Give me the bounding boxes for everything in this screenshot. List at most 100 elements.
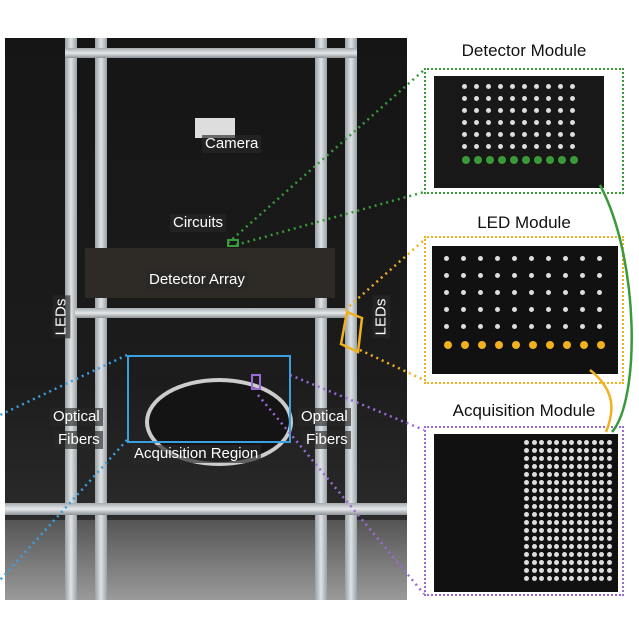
module-dot xyxy=(599,488,604,493)
module-dot xyxy=(524,448,529,453)
module-dot xyxy=(561,472,567,477)
module-dot xyxy=(554,504,559,509)
module-dot xyxy=(580,307,585,312)
module-dot xyxy=(576,552,582,557)
module-dot xyxy=(558,84,563,89)
module-dot xyxy=(599,504,604,509)
module-dot xyxy=(561,568,567,573)
module-dot xyxy=(461,290,466,295)
module-dot xyxy=(591,544,597,549)
module-dot xyxy=(539,496,544,501)
module-dot xyxy=(512,290,517,295)
module-dot xyxy=(546,552,552,557)
acquisition-board xyxy=(434,434,618,592)
module-dot xyxy=(561,576,567,581)
module-dot xyxy=(558,132,563,137)
module-dot xyxy=(554,544,559,549)
module-dot xyxy=(546,108,551,113)
module-dot xyxy=(554,552,559,557)
module-dot xyxy=(495,273,500,278)
module-dot xyxy=(531,576,537,581)
module-dot xyxy=(576,576,582,581)
module-dot xyxy=(444,324,449,329)
label-optical-right-1: Optical xyxy=(298,408,351,426)
module-dot xyxy=(591,528,597,533)
module-dot xyxy=(576,496,582,501)
module-dot xyxy=(563,324,568,329)
module-dot xyxy=(584,504,589,509)
module-dot xyxy=(599,448,604,453)
module-dot xyxy=(524,528,529,533)
module-dot xyxy=(474,132,479,137)
module-dot xyxy=(478,341,486,349)
module-dot xyxy=(546,528,552,533)
module-dot xyxy=(444,273,449,278)
module-dot xyxy=(606,552,612,557)
module-dot xyxy=(558,144,563,149)
module-dot xyxy=(524,480,529,485)
module-dot xyxy=(561,488,567,493)
module-dot xyxy=(486,96,491,101)
module-dot xyxy=(546,132,551,137)
module-dot xyxy=(539,512,544,517)
module-dot xyxy=(539,480,544,485)
module-dot xyxy=(546,96,551,101)
module-dot xyxy=(510,84,515,89)
module-dot xyxy=(546,273,551,278)
module-dot xyxy=(546,464,552,469)
module-dot xyxy=(561,512,567,517)
module-dot xyxy=(486,156,494,164)
module-dot xyxy=(539,528,544,533)
module-dot xyxy=(529,324,534,329)
module-dot xyxy=(606,448,612,453)
module-dot xyxy=(444,341,452,349)
module-dot xyxy=(561,552,567,557)
module-dot xyxy=(539,560,544,565)
module-dot xyxy=(546,504,552,509)
module-dot xyxy=(546,560,552,565)
detector-dot-grid xyxy=(462,84,582,164)
module-dot xyxy=(606,496,612,501)
module-dot xyxy=(531,456,537,461)
module-dot xyxy=(546,324,551,329)
module-dot xyxy=(444,307,449,312)
label-camera: Camera xyxy=(202,135,262,153)
module-dot xyxy=(478,256,483,261)
module-dot xyxy=(486,108,491,113)
module-dot xyxy=(524,560,529,565)
module-dot xyxy=(558,96,563,101)
acquisition-dot-grid xyxy=(524,440,614,581)
module-dot xyxy=(599,576,604,581)
module-dot xyxy=(580,324,585,329)
module-dot xyxy=(534,84,539,89)
frame-beam xyxy=(65,48,357,58)
module-dot xyxy=(584,464,589,469)
module-dot xyxy=(591,448,597,453)
module-dot xyxy=(591,576,597,581)
module-dot xyxy=(534,96,539,101)
module-dot xyxy=(576,504,582,509)
module-dot xyxy=(531,520,537,525)
module-dot xyxy=(531,472,537,477)
module-dot xyxy=(599,536,604,541)
module-dot xyxy=(576,544,582,549)
module-dot xyxy=(584,456,589,461)
module-dot xyxy=(524,464,529,469)
frame-beam xyxy=(75,308,347,318)
module-dot xyxy=(606,568,612,573)
module-dot xyxy=(591,472,597,477)
module-dot xyxy=(561,480,567,485)
module-dot xyxy=(524,544,529,549)
module-dot xyxy=(576,448,582,453)
module-dot xyxy=(539,520,544,525)
module-dot xyxy=(531,568,537,573)
module-dot xyxy=(524,440,529,445)
module-dot xyxy=(563,256,568,261)
module-dot xyxy=(486,144,491,149)
module-dot xyxy=(606,528,612,533)
module-dot xyxy=(561,456,567,461)
module-dot xyxy=(546,156,554,164)
module-dot xyxy=(524,512,529,517)
module-dot xyxy=(591,504,597,509)
module-dot xyxy=(522,96,527,101)
